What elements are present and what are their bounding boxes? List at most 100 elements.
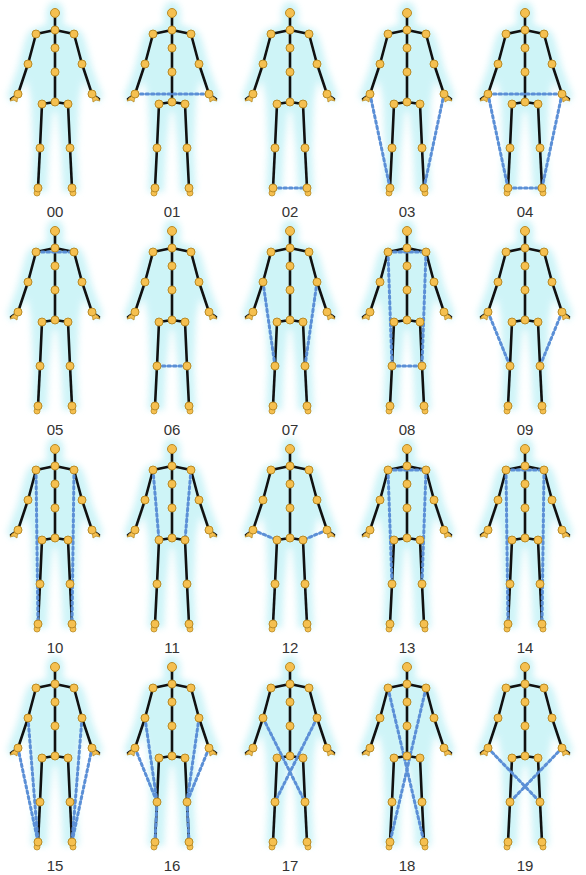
bone xyxy=(420,104,422,148)
joint xyxy=(521,316,529,324)
joint xyxy=(286,462,294,470)
bone xyxy=(488,64,498,94)
joint xyxy=(78,714,86,722)
body-silhouette xyxy=(242,2,338,192)
bone xyxy=(370,64,380,94)
joint xyxy=(34,620,42,628)
joint xyxy=(269,402,277,410)
joint xyxy=(153,362,161,370)
body-silhouette xyxy=(124,438,220,628)
joint xyxy=(249,308,257,316)
joint xyxy=(168,26,176,34)
bone xyxy=(390,584,392,624)
bone xyxy=(155,584,157,624)
joint xyxy=(78,60,86,68)
joint xyxy=(521,227,530,236)
joint xyxy=(558,90,566,98)
joint xyxy=(88,90,96,98)
joint xyxy=(168,462,176,470)
skeleton-figure xyxy=(242,2,338,196)
joint xyxy=(376,496,384,504)
joint xyxy=(51,445,60,454)
bone xyxy=(317,64,327,94)
bone xyxy=(538,540,540,584)
skeleton-figure xyxy=(242,656,338,850)
joint xyxy=(51,98,59,106)
bone xyxy=(40,758,42,802)
joint xyxy=(131,526,139,534)
joint xyxy=(521,698,529,706)
joint xyxy=(64,536,72,544)
bone xyxy=(426,688,434,718)
joint xyxy=(521,722,529,730)
skeleton-figure xyxy=(124,2,220,196)
joint xyxy=(440,308,448,316)
bone xyxy=(145,252,153,282)
joint xyxy=(68,620,76,628)
bone xyxy=(434,282,444,312)
joint xyxy=(494,278,502,286)
bone xyxy=(185,540,187,584)
joint xyxy=(24,714,32,722)
bone xyxy=(38,366,40,406)
dotted-link xyxy=(540,312,562,366)
bone xyxy=(187,148,189,188)
bone xyxy=(191,688,199,718)
joint xyxy=(303,184,311,192)
bone xyxy=(370,500,380,530)
bone xyxy=(508,148,510,188)
bone xyxy=(426,470,434,500)
joint xyxy=(51,752,59,760)
joint xyxy=(558,308,566,316)
bone xyxy=(510,322,512,366)
joint xyxy=(484,744,492,752)
joint xyxy=(149,30,157,38)
bone xyxy=(40,104,42,148)
joint xyxy=(418,144,426,152)
joint xyxy=(70,684,78,692)
joint xyxy=(168,752,176,760)
joint xyxy=(36,580,44,588)
body-silhouette xyxy=(477,220,573,410)
bone xyxy=(498,470,506,500)
bone xyxy=(155,802,157,842)
joint xyxy=(66,362,74,370)
body-silhouette xyxy=(124,220,220,410)
joint xyxy=(384,248,392,256)
joint xyxy=(384,684,392,692)
joint xyxy=(494,714,502,722)
bone xyxy=(253,718,263,748)
bone xyxy=(273,584,275,624)
joint xyxy=(168,445,177,454)
bone xyxy=(370,718,380,748)
joint xyxy=(88,526,96,534)
joint xyxy=(286,480,294,488)
bone xyxy=(540,802,542,842)
bone xyxy=(28,34,36,64)
joint xyxy=(151,184,159,192)
bone xyxy=(498,688,506,718)
bone xyxy=(28,252,36,282)
joint xyxy=(303,620,311,628)
joint xyxy=(267,248,275,256)
joint xyxy=(131,308,139,316)
bone xyxy=(510,540,512,584)
skeleton-figure xyxy=(359,656,455,850)
joint xyxy=(205,526,213,534)
joint xyxy=(205,308,213,316)
dotted-link xyxy=(424,94,444,188)
joint xyxy=(504,620,512,628)
joint xyxy=(418,362,426,370)
bone xyxy=(82,64,92,94)
joint xyxy=(521,44,529,52)
joint xyxy=(286,316,294,324)
bone xyxy=(18,64,28,94)
joint xyxy=(51,68,59,76)
figure-number: 10 xyxy=(47,639,64,657)
joint xyxy=(313,496,321,504)
joint xyxy=(271,362,279,370)
joint xyxy=(390,318,398,326)
joint xyxy=(286,698,294,706)
joint xyxy=(303,838,311,846)
dotted-link xyxy=(135,748,157,802)
